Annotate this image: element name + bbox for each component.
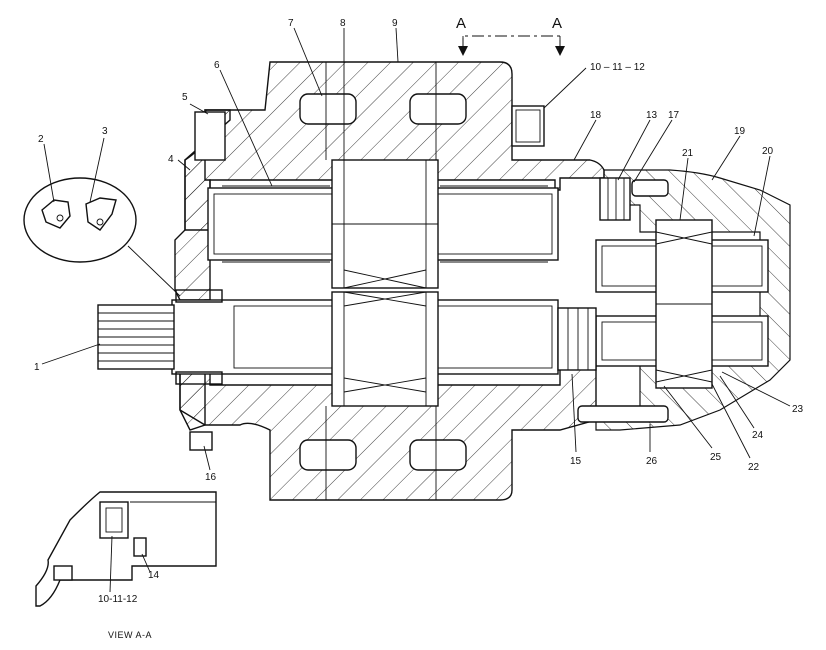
arrow-down-icon <box>555 46 565 56</box>
callout-8: 8 <box>340 18 346 29</box>
callout-24: 24 <box>752 430 764 441</box>
callout-26: 26 <box>646 456 658 467</box>
callout-3: 3 <box>102 126 108 137</box>
callout-5: 5 <box>182 92 188 103</box>
callout-23: 23 <box>792 404 804 415</box>
seal-detail-inset <box>23 177 181 297</box>
callout-15: 15 <box>570 456 582 467</box>
callout-2: 2 <box>38 134 44 145</box>
callout-19: 19 <box>734 126 746 137</box>
callout-14: 14 <box>148 570 160 581</box>
section-mark-left: A <box>456 15 466 32</box>
leader-lines <box>41 27 791 593</box>
section-mark-right: A <box>552 15 562 32</box>
callout-20: 20 <box>762 146 774 157</box>
callout-16: 16 <box>205 472 217 483</box>
view-caption: VIEW A-A <box>108 630 152 640</box>
callout-7: 7 <box>288 18 294 29</box>
callout-17: 17 <box>668 110 680 121</box>
callout-6: 6 <box>214 60 220 71</box>
callout-9: 9 <box>392 18 398 29</box>
auxiliary-gear-pump <box>557 177 769 423</box>
callout-4: 4 <box>168 154 174 165</box>
section-cut-line: A A <box>456 15 565 56</box>
callout-22: 22 <box>748 462 760 473</box>
view-a-a-inset: VIEW A-A <box>35 491 217 640</box>
callout-13: 13 <box>646 110 658 121</box>
callout-21: 21 <box>682 148 694 159</box>
callout-labels: 1 2 3 4 5 6 7 8 9 10 – 11 – 12 13 14 15 … <box>34 18 804 605</box>
arrow-down-icon <box>458 46 468 56</box>
housing-bolts <box>189 62 545 500</box>
upper-shaft-assembly <box>207 159 559 289</box>
callout-10-11-12: 10 – 11 – 12 <box>590 62 645 73</box>
callout-18: 18 <box>590 110 602 121</box>
drive-shaft-assembly <box>97 289 559 407</box>
callout-1: 1 <box>34 362 40 373</box>
callout-25: 25 <box>710 452 722 463</box>
callout-10-11-12-view: 10-11-12 <box>98 594 138 605</box>
